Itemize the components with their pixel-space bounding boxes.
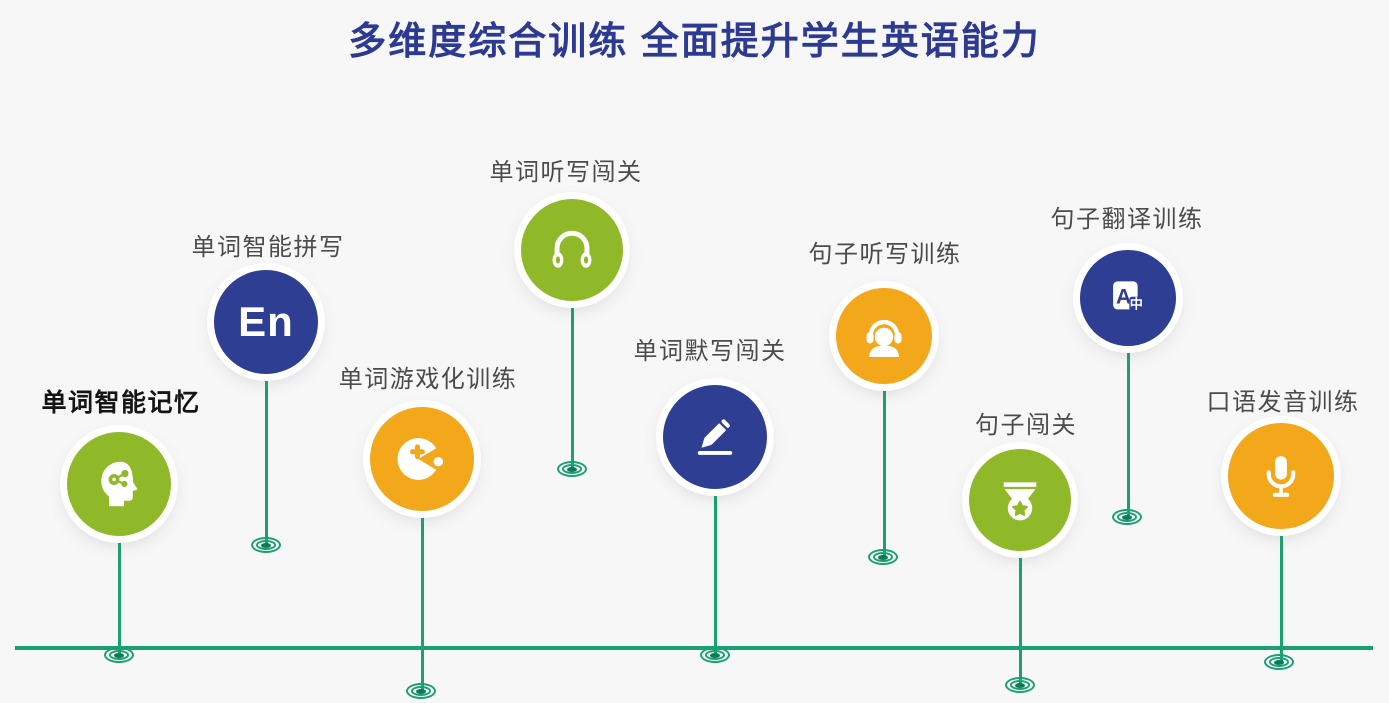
brain-memory-icon bbox=[101, 461, 138, 507]
item-circle bbox=[370, 407, 474, 511]
item-circle: En bbox=[214, 270, 318, 374]
ripple-marker bbox=[251, 537, 281, 553]
ripple-marker bbox=[104, 647, 134, 663]
item-label: 单词游戏化训练 bbox=[338, 366, 518, 393]
connector-line bbox=[713, 437, 717, 655]
item-circle: A 中 bbox=[1080, 250, 1176, 346]
microphone-icon bbox=[1266, 456, 1296, 497]
item-label: 口语发音训练 bbox=[1206, 389, 1360, 416]
ripple-marker bbox=[406, 683, 436, 699]
item-label: 单词智能记忆 bbox=[41, 389, 201, 417]
headset-person-icon bbox=[866, 319, 902, 357]
item-circle bbox=[836, 288, 932, 384]
headphones-icon bbox=[552, 230, 592, 268]
ripple-marker bbox=[1112, 509, 1142, 525]
item-circle bbox=[969, 449, 1071, 551]
svg-text:A: A bbox=[1116, 285, 1131, 308]
connector-line bbox=[1018, 500, 1022, 685]
pencil-icon bbox=[697, 419, 733, 455]
connector-line bbox=[420, 459, 424, 691]
connector-line bbox=[1126, 298, 1130, 517]
item-label: 单词智能拼写 bbox=[191, 234, 345, 261]
svg-text:中: 中 bbox=[1130, 296, 1143, 313]
ripple-marker bbox=[557, 461, 587, 477]
item-label: 句子听写训练 bbox=[808, 241, 962, 268]
connector-line bbox=[264, 322, 268, 545]
ripple-marker bbox=[1005, 677, 1035, 693]
pacman-game-icon bbox=[397, 438, 444, 480]
item-circle bbox=[521, 199, 623, 301]
ripple-marker bbox=[1264, 654, 1294, 670]
en-letters-icon: En bbox=[238, 298, 294, 345]
connector-line bbox=[570, 250, 574, 469]
medal-star-icon bbox=[1003, 482, 1037, 521]
ripple-marker bbox=[700, 647, 730, 663]
connector-line bbox=[882, 336, 886, 557]
connector-line bbox=[117, 484, 121, 655]
item-label: 句子闯关 bbox=[975, 412, 1077, 439]
item-label: 句子翻译训练 bbox=[1050, 206, 1204, 233]
item-label: 单词默写闯关 bbox=[633, 338, 787, 365]
ripple-marker bbox=[868, 549, 898, 565]
translate-icon: A 中 bbox=[1113, 281, 1144, 313]
timeline-baseline bbox=[15, 646, 1373, 650]
item-label: 单词听写闯关 bbox=[489, 159, 643, 186]
item-circle bbox=[67, 432, 171, 536]
connector-line bbox=[1279, 476, 1283, 662]
page-title: 多维度综合训练 全面提升学生英语能力 bbox=[348, 21, 1041, 63]
item-circle bbox=[663, 385, 767, 489]
item-circle bbox=[1228, 423, 1334, 529]
